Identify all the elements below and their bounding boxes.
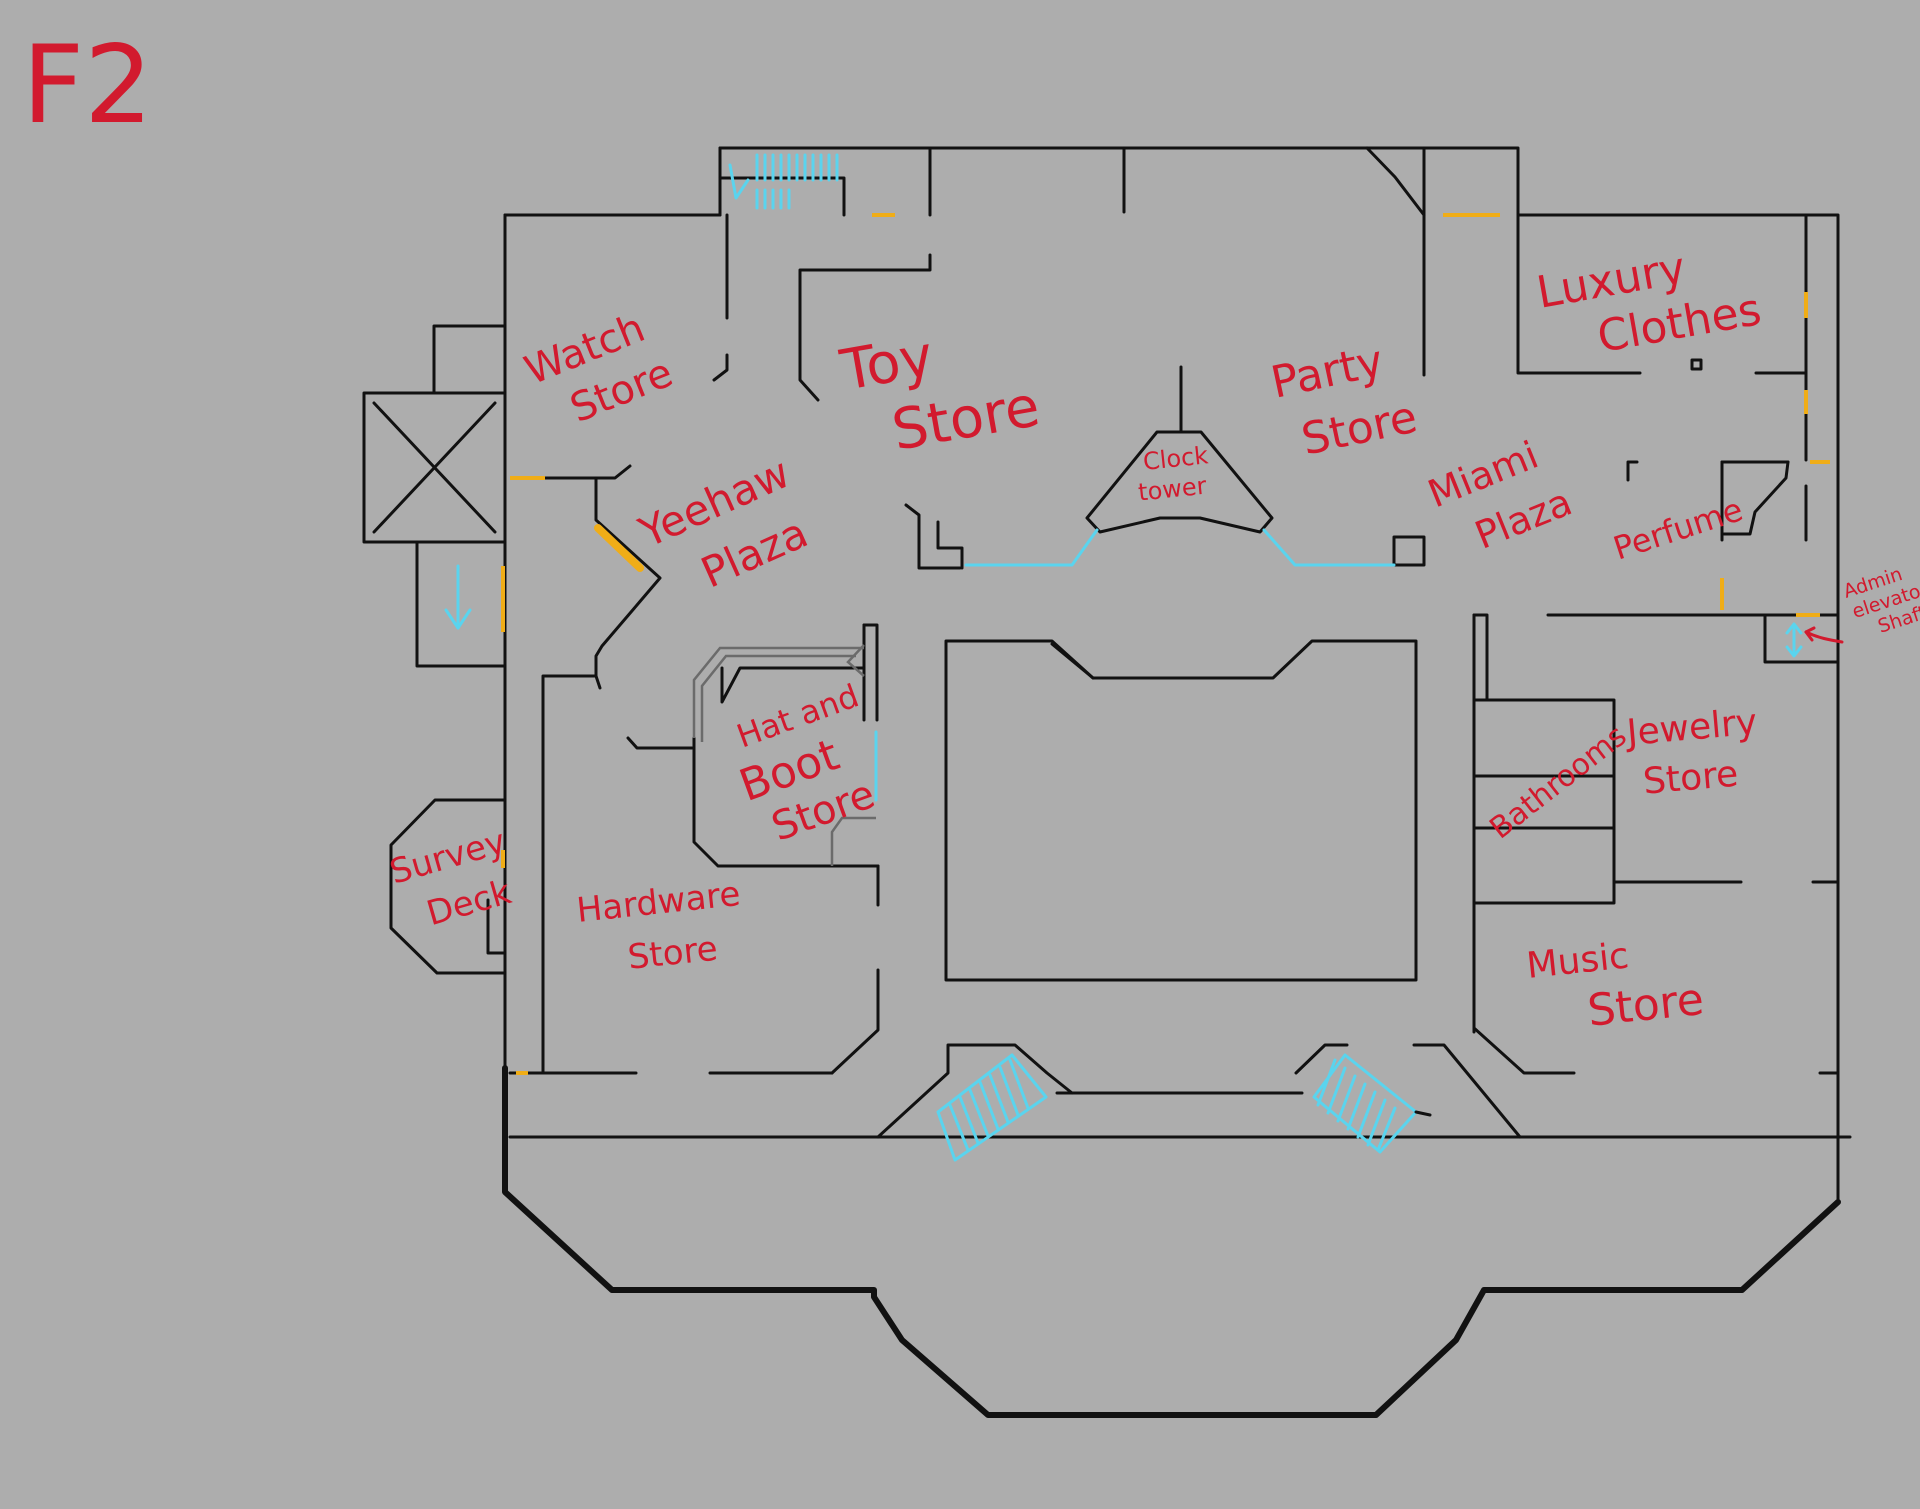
hat-boot-store-walls <box>692 623 880 868</box>
label-luxury-clothes: LuxuryClothes <box>1533 231 1765 372</box>
label-party-store: PartyStore <box>1267 331 1422 469</box>
label-music-store: MusicStore <box>1525 928 1706 1042</box>
elevator-updown-icon <box>1785 622 1803 658</box>
label-watch-store: WatchStore <box>519 302 680 443</box>
west-walls <box>508 213 1074 1139</box>
clock-tower-walls <box>1085 365 1274 534</box>
label-admin-elevator-shaft: AdminelevatorShaft <box>1841 557 1920 645</box>
left-annexes <box>362 324 507 975</box>
arrow-down-icon <box>444 163 750 630</box>
label-yeehaw-plaza: YeehawPlaza <box>631 448 822 614</box>
label-miami-plaza: MiamiPlaza <box>1422 428 1578 569</box>
doors <box>501 213 1830 1075</box>
pointer-arrow-icon <box>1804 626 1844 644</box>
label-clock-tower: Clocktower <box>1134 441 1213 506</box>
luxury-clothes-walls <box>1516 213 1808 542</box>
stairs-bottom-right-icon <box>1312 1053 1432 1154</box>
stairs-top-left-icon <box>755 153 839 210</box>
perfume-walls <box>1546 460 1840 664</box>
central-atrium <box>944 639 1418 982</box>
label-hat-and-boot-store: Hat andBootStore <box>719 677 899 857</box>
toy-store-walls <box>798 146 1126 570</box>
label-toy-store: ToyStore <box>835 307 1044 471</box>
label-survey-deck: SurveyDeck <box>385 822 524 941</box>
stairs-bottom-left-icon <box>936 1053 1048 1162</box>
floor-label: F2 <box>22 23 153 148</box>
glass-railings <box>874 528 1396 1095</box>
east-walls <box>1294 613 1840 1139</box>
label-perfume: Perfume <box>1609 490 1748 567</box>
label-hardware-store: HardwareStore <box>575 874 748 983</box>
top-left-stair-block <box>718 146 932 217</box>
party-store-walls <box>1365 146 1426 567</box>
label-jewelry-store: JewelryStore <box>1623 702 1763 804</box>
